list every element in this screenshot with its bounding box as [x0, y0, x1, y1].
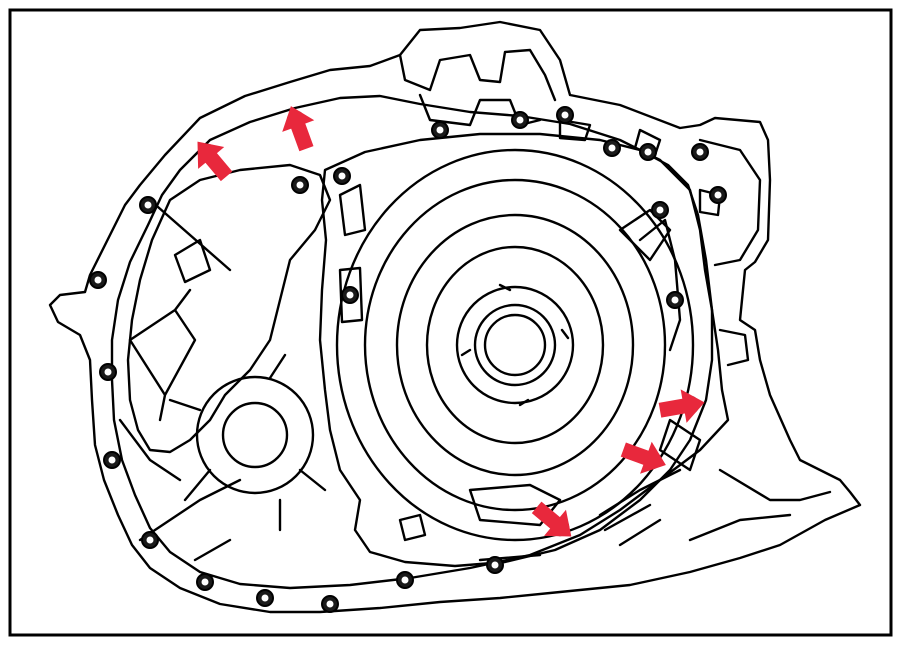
left-cover — [126, 163, 332, 454]
clutch-ring-4 — [425, 245, 605, 445]
lower-right-ribs — [598, 418, 702, 547]
side-cover-plate — [318, 132, 714, 568]
shaft-boss-inner — [473, 303, 557, 387]
bolt-hole — [144, 201, 152, 209]
lower-bracket — [688, 468, 832, 542]
bolt-hole — [338, 172, 346, 180]
bolt-group — [89, 106, 727, 613]
red-arrow-icon — [282, 106, 315, 152]
red-arrow-icon — [531, 501, 572, 537]
arrow-group — [197, 106, 705, 537]
shaft-boss-outer — [455, 285, 575, 405]
case-flange — [110, 94, 730, 590]
bolt-hole — [261, 594, 269, 602]
clutch-ring-2 — [363, 178, 667, 512]
bolt-hole — [644, 148, 652, 156]
right-housing — [698, 138, 762, 267]
shaft-bore — [483, 313, 547, 377]
bolt-hole — [108, 456, 116, 464]
left-ribs — [118, 198, 242, 562]
bolt-hole — [714, 191, 722, 199]
clutch-ring-1 — [335, 148, 695, 542]
bolt-hole — [94, 276, 102, 284]
right-pocket — [638, 218, 682, 352]
bolt-hole — [608, 144, 616, 152]
bell-housing-outer — [195, 375, 315, 495]
bolt-hole — [491, 561, 499, 569]
red-arrow-icon — [620, 441, 666, 474]
bolt-hole — [671, 296, 679, 304]
bolt-hole — [296, 181, 304, 189]
bolt-hole — [146, 536, 154, 544]
red-arrow-icon — [197, 141, 233, 182]
bolt-hole — [201, 578, 209, 586]
bell-housing-ribs — [168, 353, 327, 532]
bolt-hole — [561, 111, 569, 119]
bolt-hole — [656, 206, 664, 214]
clutch-ring-3 — [395, 213, 635, 477]
figure-frame — [8, 8, 893, 637]
bolt-hole — [104, 368, 112, 376]
triangular-rib — [128, 288, 197, 422]
case-outline — [48, 20, 862, 614]
bell-housing-inner — [221, 401, 289, 469]
red-arrow-icon — [658, 389, 705, 423]
top-housing — [398, 48, 557, 102]
bolt-hole — [401, 576, 409, 584]
bolt-hole — [516, 116, 524, 124]
bolt-hole — [346, 291, 354, 299]
bolt-hole — [436, 126, 444, 134]
shaft-boss-tabs — [460, 283, 570, 407]
bolt-hole — [326, 600, 334, 608]
top-ridges — [558, 118, 722, 217]
bolt-hole — [696, 148, 704, 156]
right-housing-detail — [718, 328, 750, 367]
